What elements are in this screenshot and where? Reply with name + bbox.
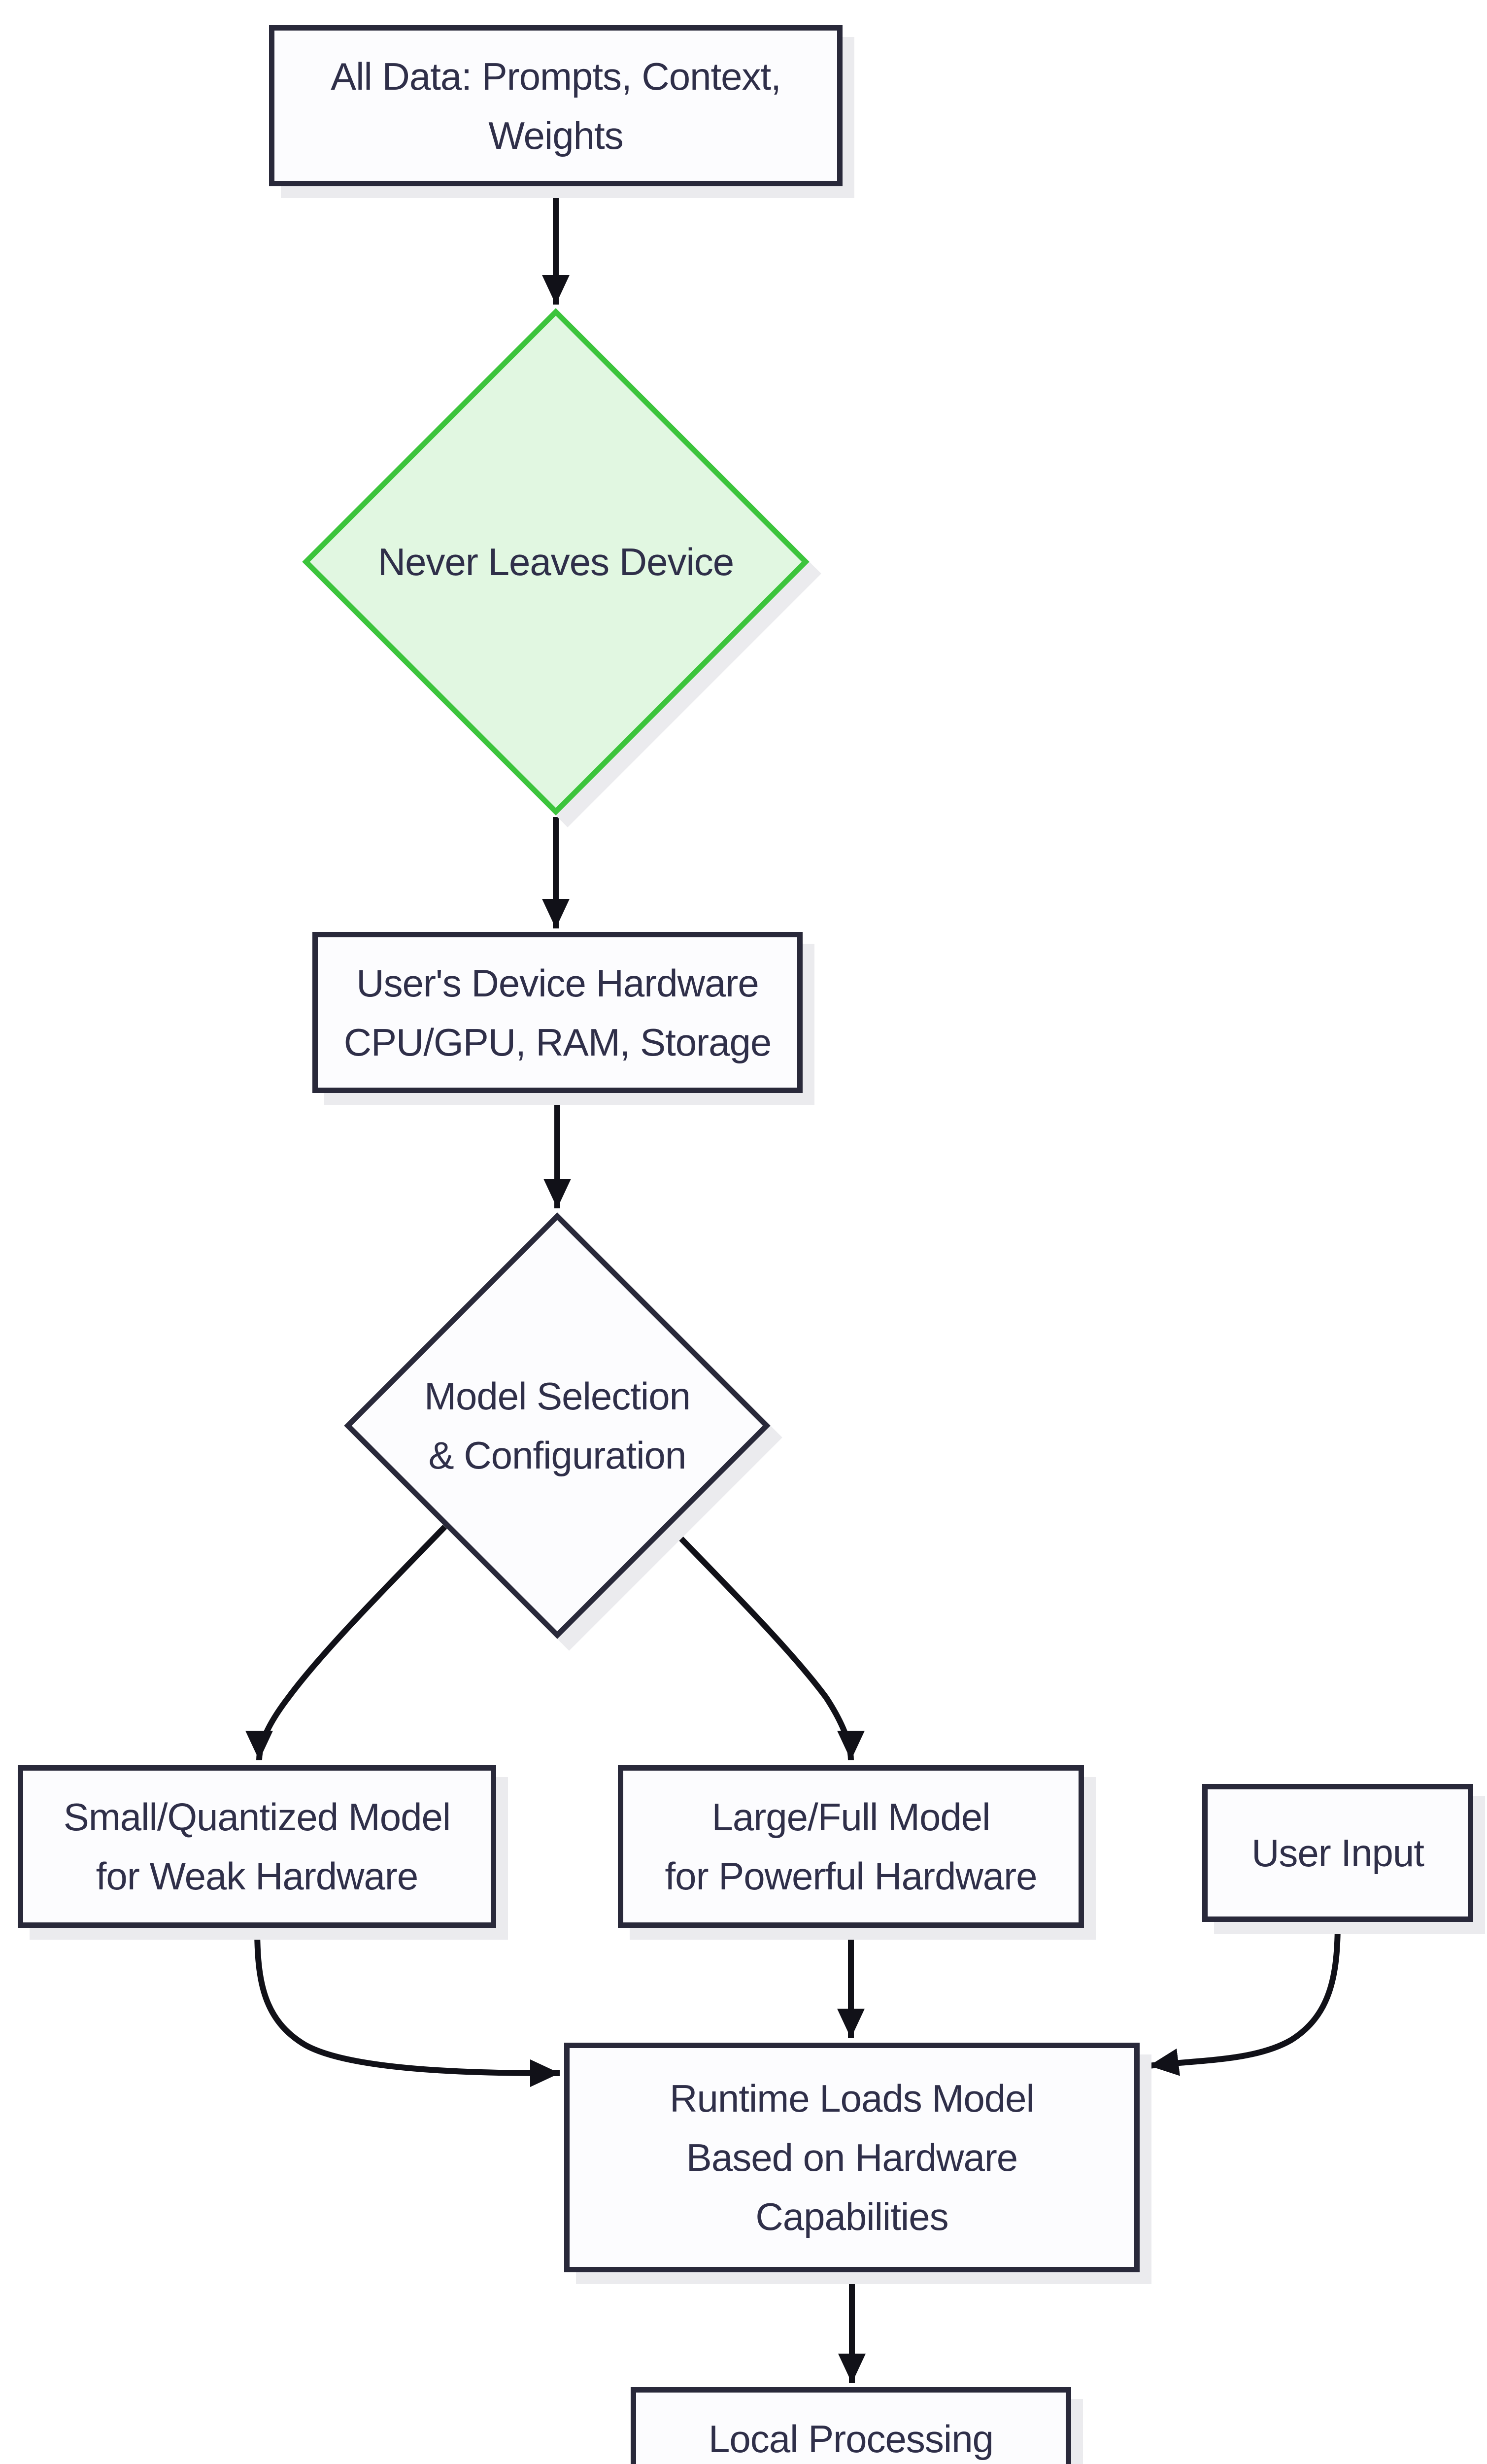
edge-modelselection-largemodel	[667, 1524, 865, 1761]
node-all-data: All Data: Prompts, Context, Weights	[269, 25, 843, 186]
edge-userinput-runtime	[1149, 1921, 1341, 2076]
node-runtime: Runtime Loads Model Based on Hardware Ca…	[564, 2043, 1140, 2272]
edge-smallmodel-runtime	[254, 1927, 560, 2087]
node-large-model-label: Large/Full Model for Powerful Hardware	[665, 1795, 1038, 1898]
node-runtime-label: Runtime Loads Model Based on Hardware Ca…	[670, 2077, 1035, 2238]
node-large-model: Large/Full Model for Powerful Hardware	[618, 1765, 1084, 1928]
node-device-hw-label: User's Device Hardware CPU/GPU, RAM, Sto…	[343, 961, 772, 1064]
node-never-leaves: Never Leaves Device	[302, 308, 810, 816]
node-model-selection: Model Selection & Configuration	[344, 1212, 771, 1639]
node-small-model: Small/Quantized Model for Weak Hardware	[18, 1765, 496, 1928]
node-device-hw: User's Device Hardware CPU/GPU, RAM, Sto…	[312, 932, 803, 1093]
node-user-input-label: User Input	[1251, 1831, 1424, 1875]
node-user-input: User Input	[1202, 1784, 1473, 1922]
diamond-shape-green	[302, 308, 810, 816]
edge-modelselection-smallmodel	[245, 1524, 447, 1761]
node-local-processing-label: Local Processing No Network Required	[709, 2417, 994, 2461]
node-all-data-label: All Data: Prompts, Context, Weights	[331, 54, 781, 157]
node-local-processing: Local Processing No Network Required	[631, 2387, 1071, 2464]
node-small-model-label: Small/Quantized Model for Weak Hardware	[63, 1795, 451, 1898]
diamond-shape	[344, 1212, 771, 1639]
